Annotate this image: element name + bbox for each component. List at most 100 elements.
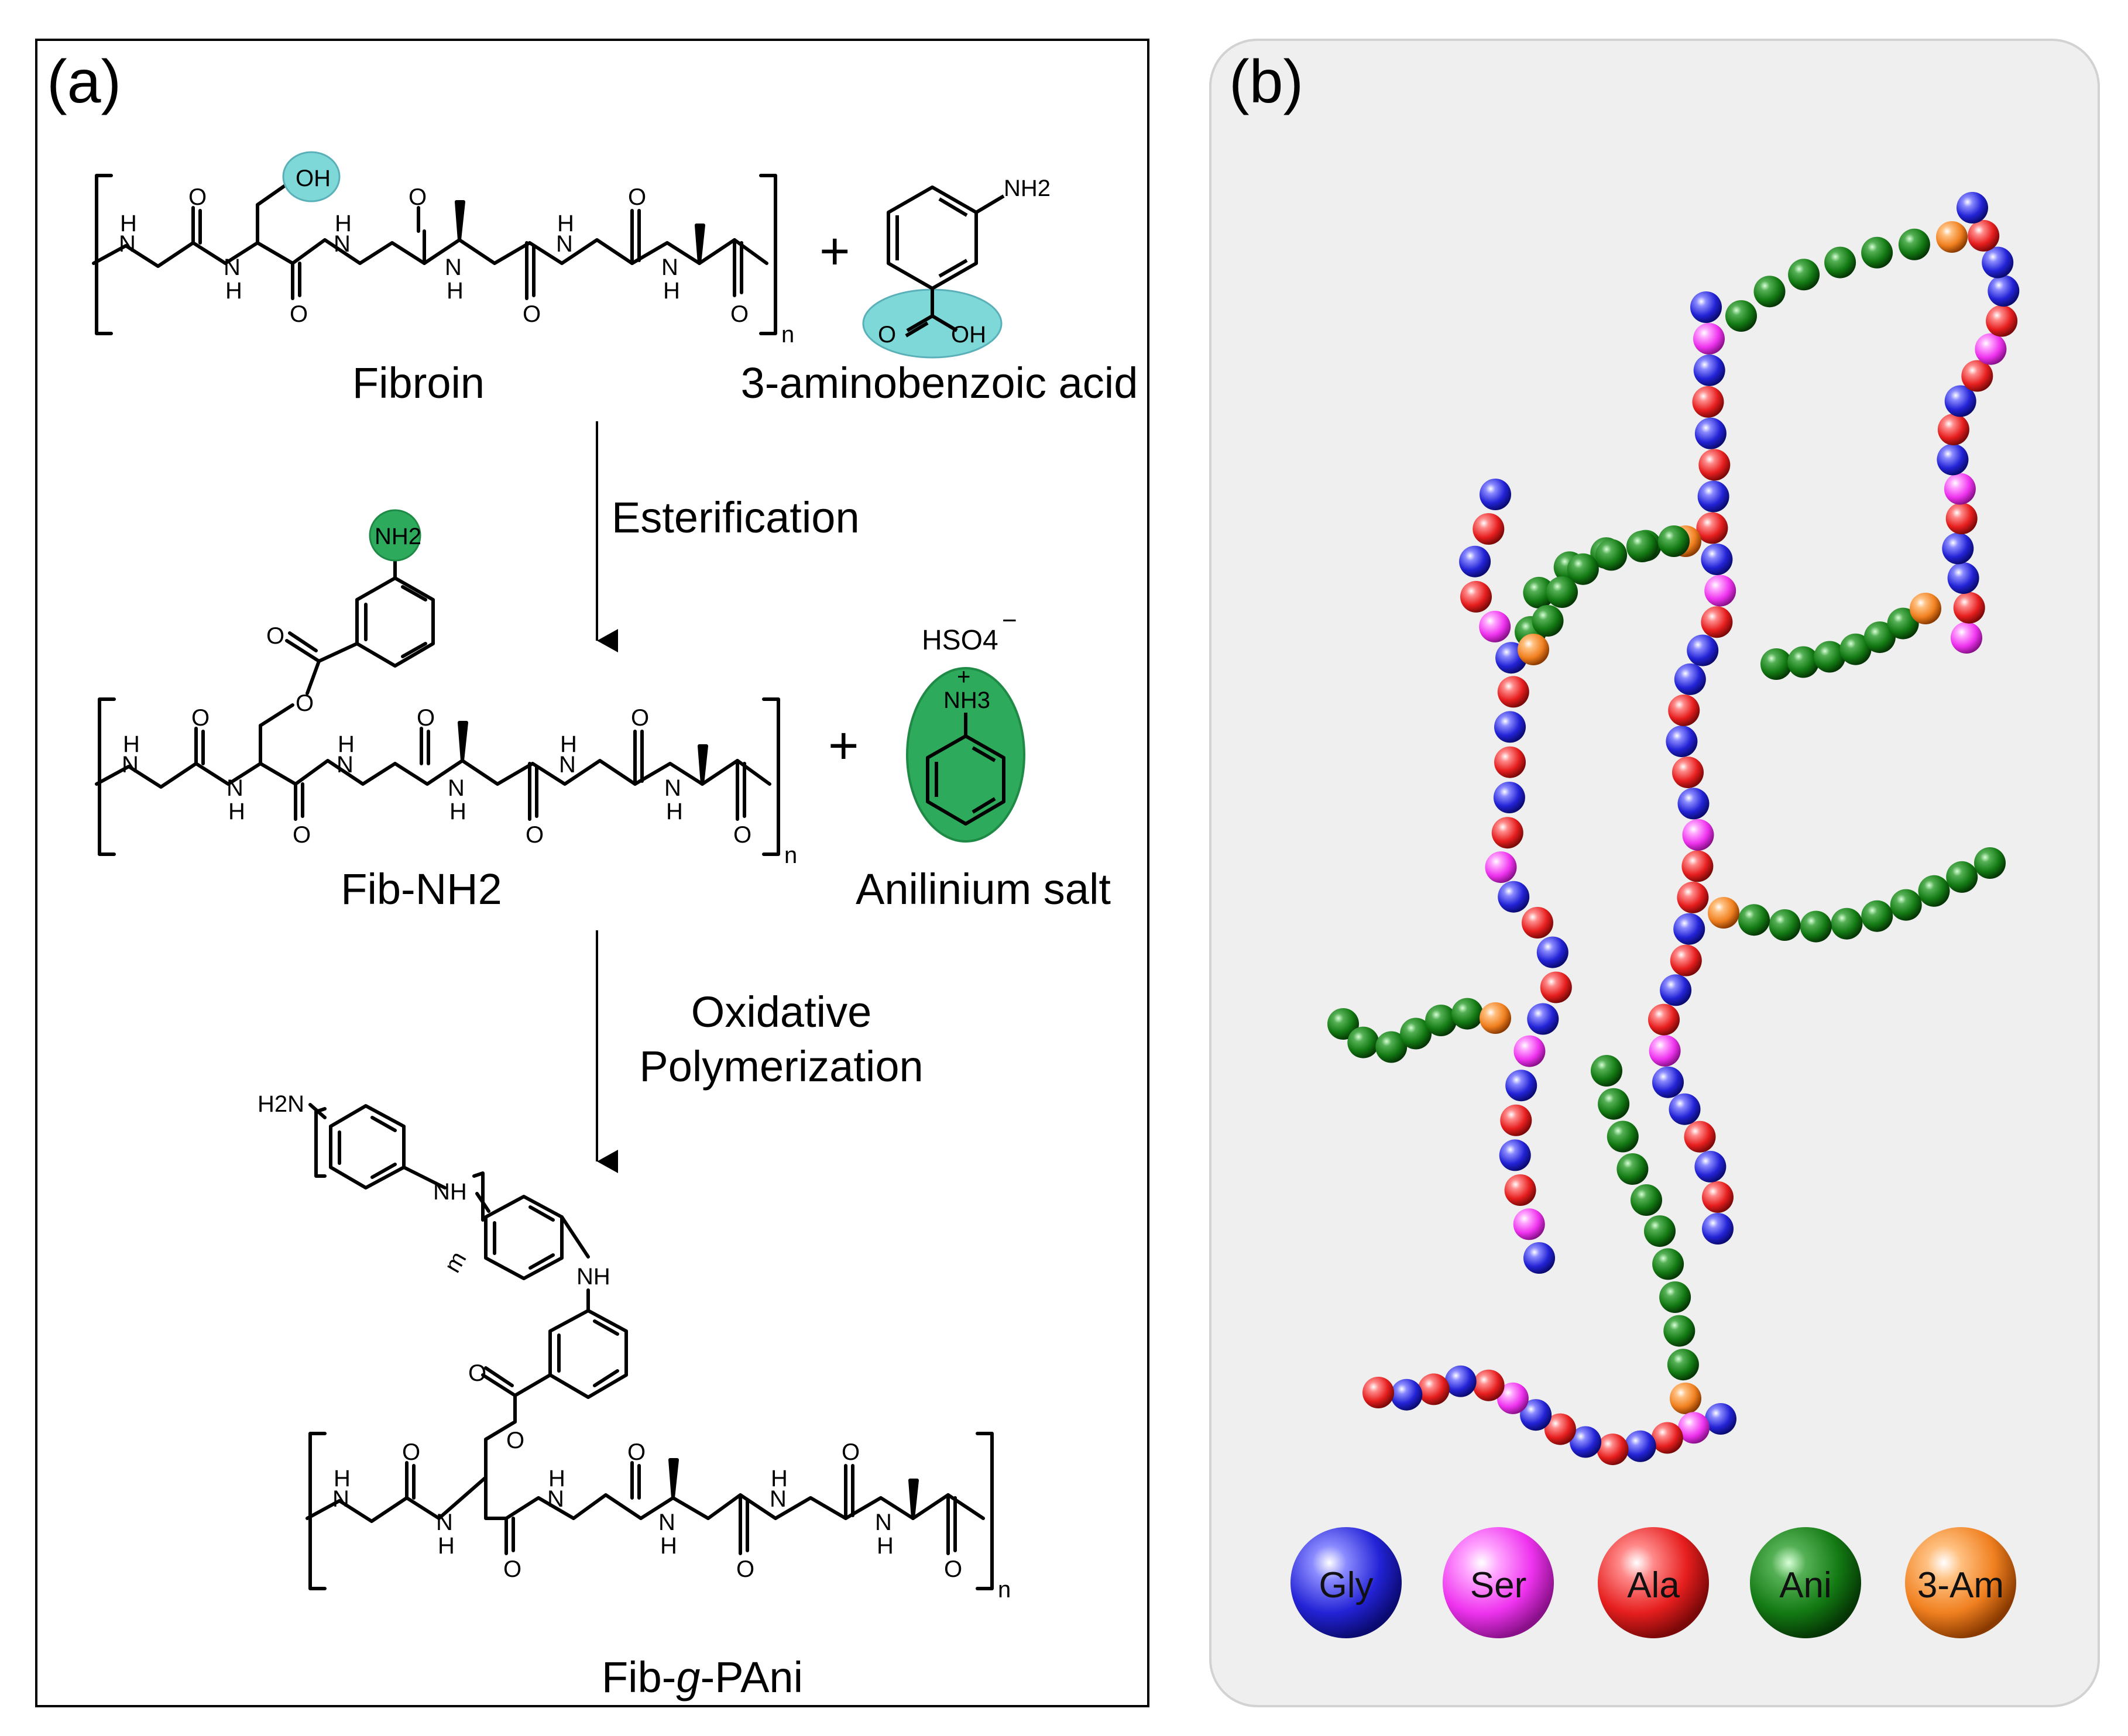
legend-item-gly: Gly [1290,1527,1402,1638]
ala-bead [1692,386,1724,418]
ala-bead [1460,580,1492,613]
ani-bead [1861,900,1893,932]
esterification-label: Esterification [612,493,860,542]
svg-text:N: N [770,1486,787,1512]
ani-bead [1753,276,1786,308]
svg-text:O: O [468,1360,486,1386]
ala-bead [1672,757,1704,789]
fib-nh2-label: Fib-NH2 [341,865,502,913]
ani-bead [1898,228,1930,260]
chain-bottom [1362,1365,1736,1466]
ani-bead [1769,909,1801,941]
ala-bead [1702,1181,1734,1213]
3-am-bead [1518,634,1549,665]
ani-bead [1918,875,1950,907]
svg-text:H: H [120,211,137,236]
svg-text:O: O [417,705,435,731]
ala-bead [1540,971,1572,1003]
ani-bead [1839,633,1872,665]
svg-text:N: N [122,752,139,778]
ani-bead [1598,1088,1630,1120]
svg-text:H: H [338,731,355,757]
svg-text:N: N [436,1510,453,1535]
ani-bead [1532,605,1564,637]
ani-bead [1451,998,1484,1030]
ser-bead [1704,575,1736,607]
ani-bead [1616,1153,1649,1185]
svg-text:NH: NH [433,1179,467,1205]
gly-bead [1982,246,2014,279]
plus-sign-2: + [828,717,859,775]
3-am-bead [1670,1383,1701,1414]
svg-text:NH2: NH2 [375,524,421,549]
ala-bead [1701,606,1733,638]
ani-bead [1974,847,2006,879]
graft-left-mid [1327,998,1511,1063]
ani-bead [1652,1248,1684,1280]
svg-text:H: H [228,799,245,824]
ani-bead [1725,300,1757,332]
graft-left-top [1518,525,1690,665]
gly-bead [1669,1093,1701,1125]
svg-text:H: H [557,211,574,236]
ala-bead [1491,817,1523,849]
gly-bead [1690,291,1722,323]
ani-bead [1738,904,1770,936]
polymerization-label-2: Polymerization [639,1042,923,1091]
3-am-bead [1480,1002,1511,1034]
product-label: Fib-g-PAni [602,1653,803,1701]
gly-bead [1459,545,1491,577]
svg-text:O: O [503,1556,521,1582]
ani-bead [1631,1184,1662,1216]
ala-bead [1473,513,1505,545]
svg-text:N: N [547,1486,564,1512]
svg-text:O: O [526,822,544,848]
svg-text:H: H [663,278,680,304]
gly-bead [1493,782,1525,813]
svg-text:O: O [188,184,207,210]
ser-bead [1682,819,1714,851]
svg-text:NH2: NH2 [1004,176,1051,201]
svg-text:N: N [334,231,351,257]
svg-text:n: n [781,322,794,348]
gly-bead [1937,444,1969,476]
svg-text:O: O [736,1556,754,1582]
svg-text:N: N [664,775,681,801]
gly-bead [1705,1403,1736,1435]
ani-bead [1890,889,1922,921]
svg-text:O: O [402,1439,420,1465]
svg-text:O: O [409,184,427,210]
ani-bead [1375,1031,1408,1063]
gly-bead [1498,881,1530,913]
gly-bead [1942,532,1974,565]
svg-text:H: H [548,1466,565,1491]
svg-text:O: O [878,322,896,348]
gly-bead [1694,417,1727,449]
ala-bead [1681,850,1714,882]
legend-swatch [1443,1527,1554,1638]
ala-bead [1522,907,1553,939]
hydroxyl-highlight [282,151,341,202]
gly-bead [1687,634,1719,666]
svg-text:O: O [733,822,751,848]
legend-swatch [1905,1527,2016,1638]
svg-text:n: n [998,1577,1011,1603]
ser-bead [1497,1382,1529,1414]
ani-bead [1663,1315,1695,1347]
svg-text:N: N [445,255,462,280]
svg-text:O: O [627,1439,646,1465]
aminobenzoic-acid-structure: NH2 O OH [862,176,1051,359]
ser-bead [1513,1208,1545,1240]
gly-bead [1701,544,1733,575]
ala-bead [1684,1120,1716,1153]
3-am-bead [1910,593,1941,624]
ani-bead [1946,861,1978,893]
legend-swatch [1750,1527,1861,1638]
ani-bead [1831,907,1863,940]
pani-graft-atom-labels: H2N NH m NH O O H N O N H O H N O N H O … [258,1091,1011,1603]
svg-text:O: O [296,690,314,716]
ani-bead [1760,648,1792,680]
svg-text:O: O [290,301,308,327]
gly-bead [1480,479,1511,510]
